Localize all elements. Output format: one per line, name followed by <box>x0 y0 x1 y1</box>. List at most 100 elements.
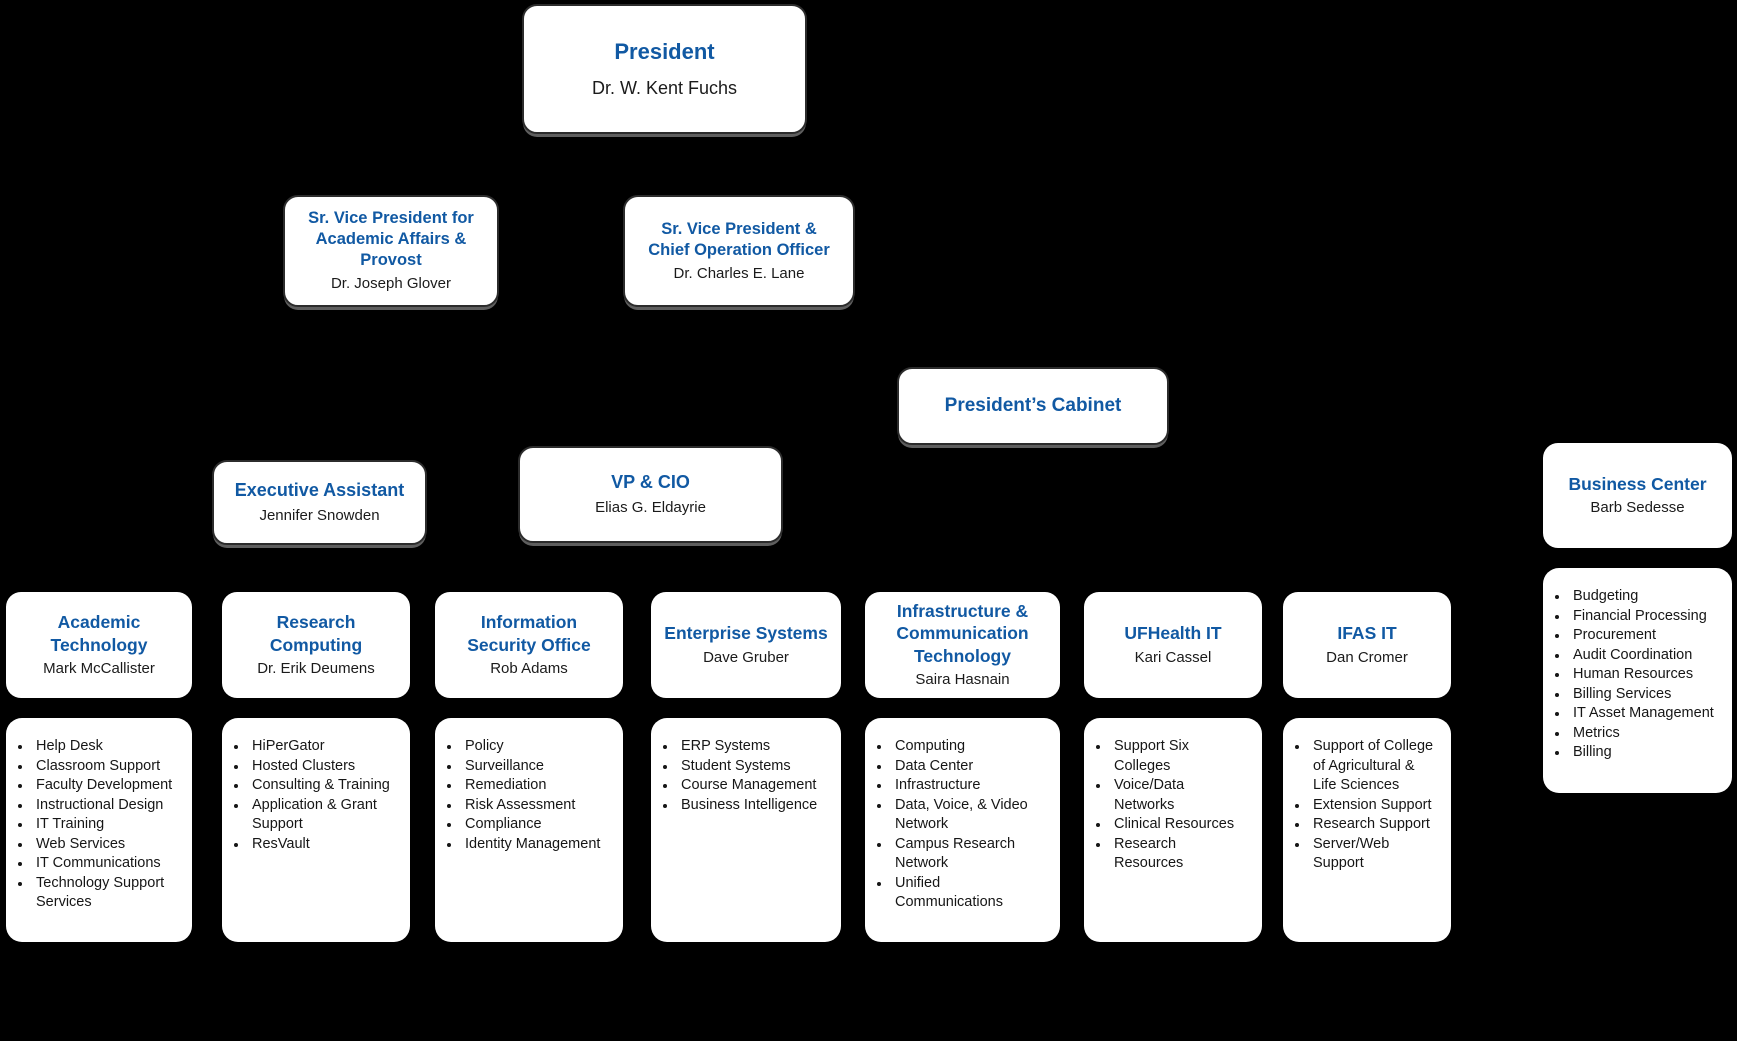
node-research-computing: Research Computing Dr. Erik Deumens <box>222 592 410 698</box>
bullet-icon <box>1096 823 1100 827</box>
node-presidents-cabinet: President’s Cabinet <box>897 367 1169 445</box>
node-ufhealth-it: UFHealth IT Kari Cassel <box>1084 592 1262 698</box>
node-person: Barb Sedesse <box>1590 499 1685 517</box>
list-item-text: Identity Management <box>465 835 601 852</box>
list-item: IT Training <box>16 815 184 835</box>
list-item: Voice/Data Networks <box>1094 776 1254 815</box>
list-item-text: Clinical Resources <box>1114 816 1235 832</box>
list-item-text: IT Communications <box>36 855 161 871</box>
node-infrastructure-communication-technology: Infrastructure & Communication Technolog… <box>865 592 1060 698</box>
list-item: Data, Voice, & Video Network <box>875 796 1052 835</box>
list-item: Billing Services <box>1553 685 1724 705</box>
list-item: Financial Processing <box>1553 607 1724 627</box>
bullet-icon <box>1295 745 1299 749</box>
bullet-icon <box>18 881 22 886</box>
bullet-icon <box>18 842 22 847</box>
list-item-text: Faculty Development <box>36 777 173 793</box>
list-item: Procurement <box>1553 626 1724 646</box>
list-item: Audit Coordination <box>1553 646 1724 666</box>
bullet-icon <box>234 842 238 847</box>
list-item: Technology Support Services <box>16 874 184 913</box>
node-person: Dr. W. Kent Fuchs <box>591 78 738 99</box>
list-item-text: Server/Web Support <box>1313 835 1390 872</box>
node-ifas-it: IFAS IT Dan Cromer <box>1283 592 1451 698</box>
list-item: Policy <box>445 737 615 757</box>
node-title: Business Center <box>1568 473 1707 494</box>
bullet-icon <box>663 745 667 749</box>
node-svp-academic-affairs-provost: Sr. Vice President for Academic Affairs … <box>283 195 499 307</box>
bullet-icon <box>234 784 238 788</box>
list-item-text: Data, Voice, & Video Network <box>895 796 1028 833</box>
node-business-center: Business Center Barb Sedesse <box>1543 443 1732 548</box>
list-item: Remediation <box>445 776 615 796</box>
list-item: Business Intelligence <box>661 796 833 816</box>
list-item-text: Technology Support Services <box>36 874 165 911</box>
list-item: Hosted Clusters <box>232 757 402 777</box>
list-item: Application & Grant Support <box>232 796 402 835</box>
list-item: ResVault <box>232 835 402 855</box>
node-title: Executive Assistant <box>234 480 405 501</box>
bullet-icon <box>1555 673 1559 677</box>
list-item-text: Help Desk <box>36 738 103 754</box>
list-item: IT Asset Management <box>1553 704 1724 724</box>
list-item: Classroom Support <box>16 757 184 777</box>
list-item: Campus Research Network <box>875 835 1052 874</box>
bullet-icon <box>877 745 881 749</box>
list-item: Risk Assessment <box>445 796 615 816</box>
list-item-text: Policy <box>465 738 504 754</box>
list-item-text: Audit Coordination <box>1573 646 1693 663</box>
node-person: Saira Hasnain <box>915 671 1010 689</box>
bullet-icon <box>1555 751 1559 755</box>
bullet-icon <box>447 823 451 827</box>
list-item: Server/Web Support <box>1293 835 1443 874</box>
list-item-text: HiPerGator <box>252 738 325 754</box>
list-item-text: Web Services <box>36 835 126 852</box>
list-item-text: Business Intelligence <box>681 796 818 813</box>
bullet-icon <box>18 764 22 769</box>
node-title: IFAS IT <box>1337 623 1397 644</box>
node-title: Information Security Office <box>467 612 591 655</box>
list-item-text: IT Asset Management <box>1573 705 1714 721</box>
list-item: Instructional Design <box>16 796 184 816</box>
node-person: Jennifer Snowden <box>259 507 380 525</box>
bullet-icon <box>877 881 881 886</box>
bullet-icon <box>877 803 881 808</box>
bullet-icon <box>663 803 667 808</box>
list-item: Budgeting <box>1553 587 1724 607</box>
bullet-icon <box>1555 653 1559 658</box>
node-title: Academic Technology <box>50 612 148 655</box>
list-item-text: Extension Support <box>1313 796 1432 813</box>
list-item-text: Voice/Data Networks <box>1114 777 1185 813</box>
list-item: Human Resources <box>1553 665 1724 685</box>
list-item-text: Data Center <box>895 757 974 774</box>
list-item-text: Remediation <box>465 777 547 793</box>
bullet-icon <box>447 764 451 769</box>
node-title: Sr. Vice President & Chief Operation Off… <box>648 219 830 259</box>
list-item-text: Research Resources <box>1114 835 1184 872</box>
list-item: Student Systems <box>661 757 833 777</box>
list-item-text: Surveillance <box>465 757 544 774</box>
node-person: Elias G. Eldayrie <box>595 499 706 517</box>
bullet-icon <box>18 803 22 808</box>
bullet-icon <box>447 745 451 749</box>
node-information-security-office: Information Security Office Rob Adams <box>435 592 623 698</box>
node-person: Rob Adams <box>490 660 568 678</box>
list-item-text: Billing Services <box>1573 685 1672 702</box>
list-item-text: Support of College of Agricultural & Lif… <box>1313 738 1434 793</box>
bullet-icon <box>18 862 22 866</box>
bullet-icon <box>877 764 881 769</box>
bullet-icon <box>1555 712 1559 716</box>
node-title: Infrastructure & Communication Technolog… <box>896 601 1029 666</box>
node-title: Enterprise Systems <box>664 623 828 644</box>
bullet-icon <box>1096 745 1100 749</box>
node-person: Dr. Erik Deumens <box>257 660 375 678</box>
bullet-icon <box>234 803 238 808</box>
list-item: HiPerGator <box>232 737 402 757</box>
list-item-text: Procurement <box>1573 627 1657 643</box>
list-item: Metrics <box>1553 724 1724 744</box>
